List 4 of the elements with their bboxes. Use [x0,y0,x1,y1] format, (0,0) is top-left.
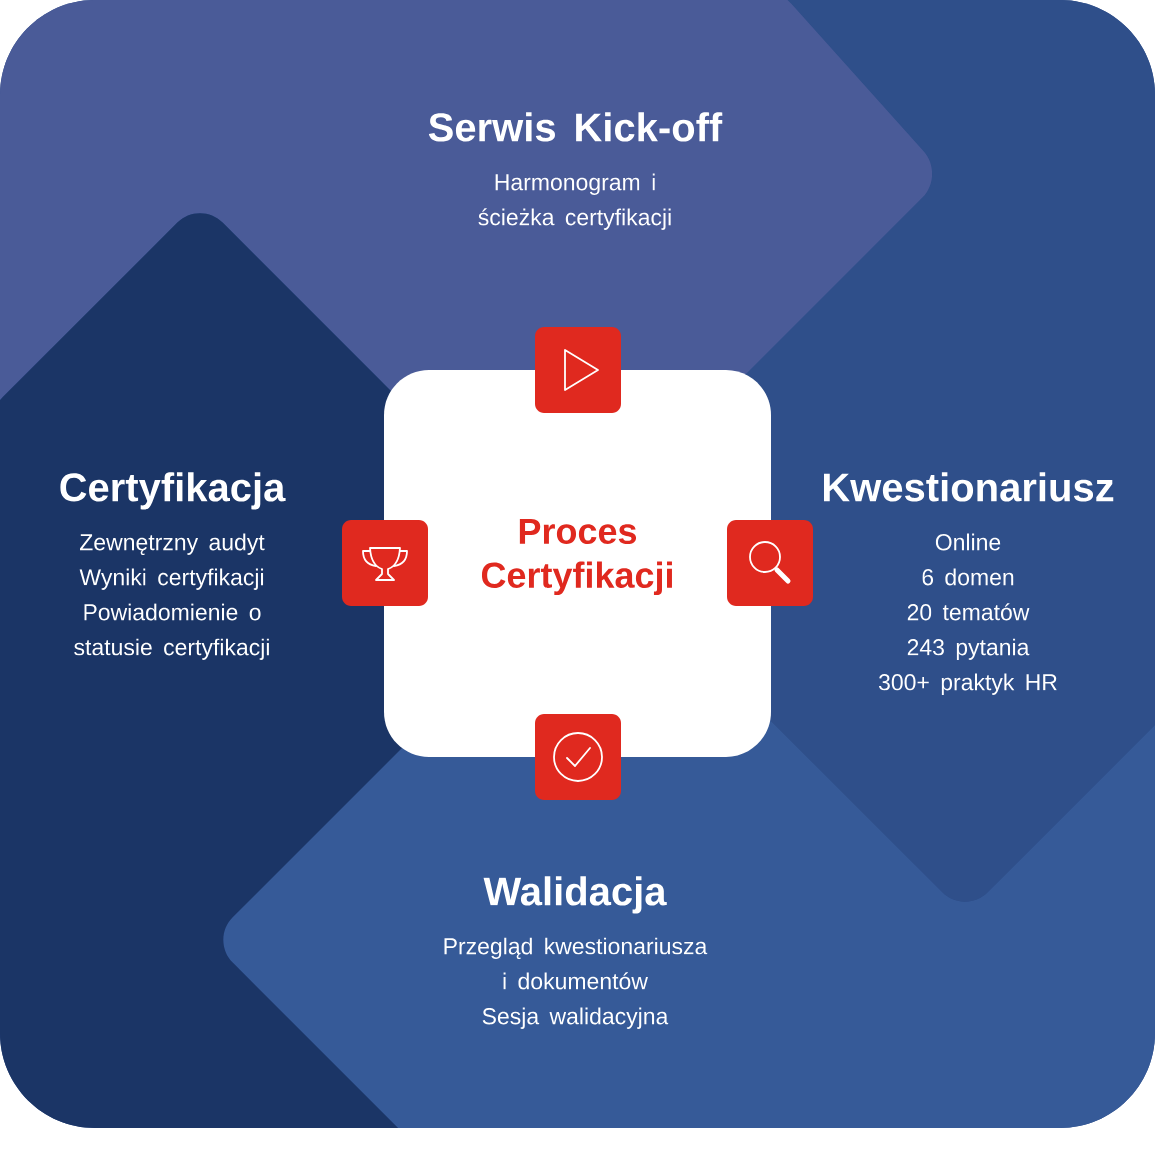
node-label: 6 domen [922,568,1014,586]
node-label: 20 tematów [907,603,1030,621]
node-label: 243 pytania [907,638,1030,660]
node-label: 300+ praktyk HR [878,673,1057,695]
